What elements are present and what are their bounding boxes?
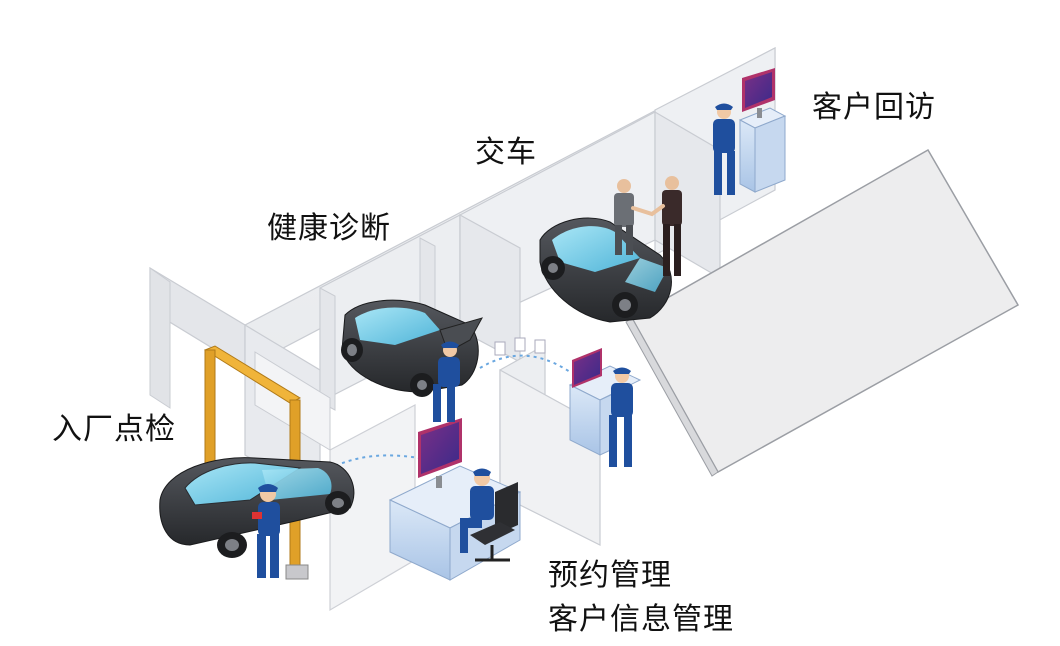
car-icon — [159, 457, 355, 558]
label-customer-followup: 客户回访 — [812, 90, 936, 125]
label-appointment-management: 预约管理 — [548, 558, 672, 593]
label-health-diagnosis: 健康诊断 — [267, 211, 391, 246]
followup-desk — [738, 68, 787, 193]
label-delivery: 交车 — [475, 135, 537, 170]
handshake-icon — [614, 176, 682, 276]
monitor-icon — [572, 348, 602, 388]
monitor-icon — [742, 68, 775, 118]
technician-icon — [252, 484, 280, 578]
technician-icon — [609, 367, 633, 467]
office-chair — [470, 482, 518, 562]
label-customer-info-management: 客户信息管理 — [548, 602, 734, 637]
clipboard-icon — [494, 337, 546, 356]
technician-icon — [433, 341, 460, 422]
technician-icon — [713, 103, 735, 195]
monitor-icon — [418, 418, 462, 488]
label-entry-inspection: 入厂点检 — [52, 412, 176, 447]
technician-icon — [460, 468, 494, 553]
partitions — [149, 110, 721, 612]
